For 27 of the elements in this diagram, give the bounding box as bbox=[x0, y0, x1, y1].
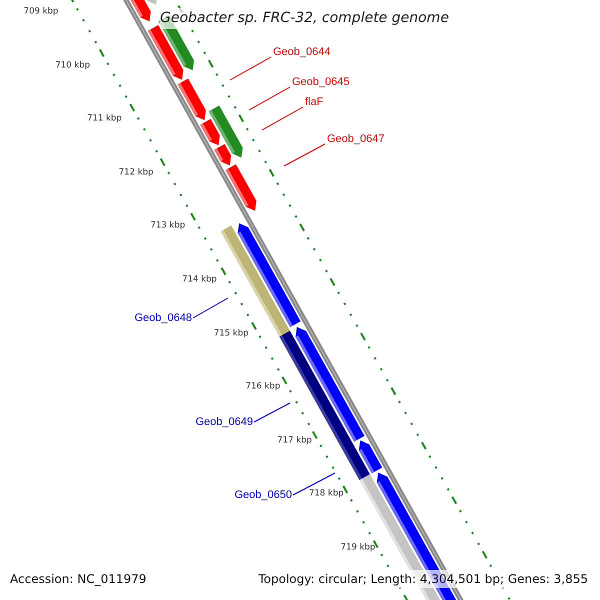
gene-label: Geob_0647 bbox=[327, 132, 384, 146]
scale-label: 716 kbp bbox=[246, 380, 280, 394]
leader-line bbox=[192, 298, 228, 318]
gene-label: Geob_0645 bbox=[292, 75, 350, 89]
gene-label: Geob_0650 bbox=[234, 488, 292, 502]
gene-label: Geob_0644 bbox=[273, 45, 330, 59]
leader-line bbox=[292, 472, 336, 496]
scale-label: 715 kbp bbox=[214, 327, 248, 340]
scale-label: 714 kbp bbox=[182, 274, 217, 286]
scale-label: 717 kbp bbox=[277, 434, 312, 448]
gene-label: Geob_0649 bbox=[196, 415, 253, 429]
scale-label: 709 kbp bbox=[24, 6, 58, 18]
scale-label: 710 kbp bbox=[55, 59, 90, 72]
leader-line bbox=[230, 56, 272, 80]
leader-line bbox=[284, 144, 326, 166]
title: Geobacter sp. FRC-32, complete genome bbox=[160, 8, 449, 29]
gene-label: Geob_0648 bbox=[134, 311, 192, 325]
leader-line bbox=[254, 402, 290, 422]
scale-label: 719 kbp bbox=[340, 542, 376, 554]
scale-label: 713 kbp bbox=[150, 220, 186, 233]
gene-label: flaF bbox=[305, 95, 324, 109]
info-text: Topology: circular; Length: 4,304,501 bp; Genes: 3,855 bbox=[256, 570, 590, 588]
scale-label: 718 kbp bbox=[308, 488, 344, 501]
scale-label: 712 kbp bbox=[118, 166, 154, 180]
scale-label: 711 kbp bbox=[87, 112, 122, 126]
leader-line bbox=[248, 86, 290, 110]
leader-line bbox=[262, 106, 304, 130]
